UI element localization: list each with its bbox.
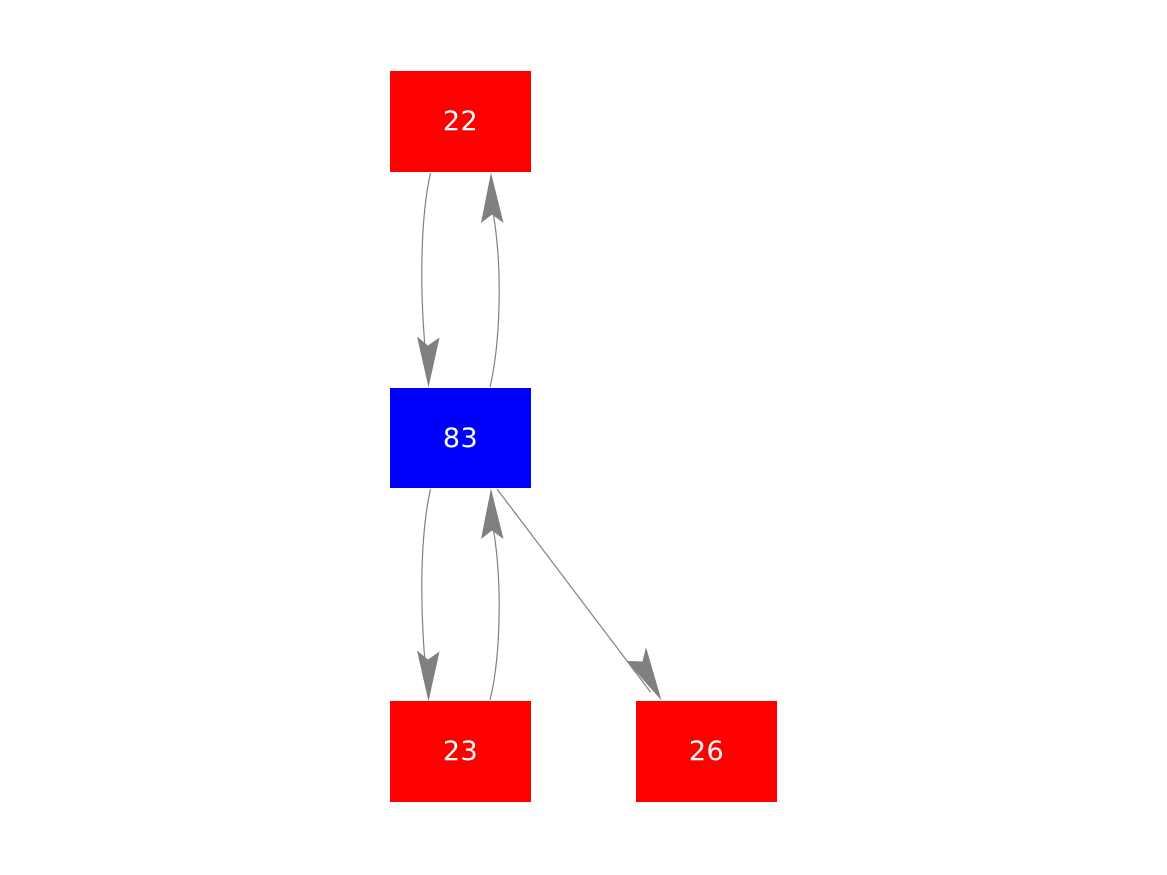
edge-83-to-23[interactable] (417, 488, 440, 702)
edge-83-to-22[interactable] (481, 172, 504, 388)
arrowhead-23-83 (481, 488, 504, 539)
arrowhead-83-23 (417, 650, 440, 702)
node-label-22: 22 (442, 106, 479, 137)
graph-node-83[interactable]: 83 (390, 388, 531, 488)
graph-node-22[interactable]: 22 (390, 71, 531, 172)
edge-23-to-83[interactable] (481, 488, 504, 701)
node-label-23: 23 (442, 736, 479, 767)
node-label-26: 26 (688, 736, 725, 767)
edge-83-to-26[interactable] (496, 488, 662, 701)
graph-node-26[interactable]: 26 (636, 701, 777, 802)
arrowhead-83-22 (481, 172, 504, 223)
node-label-83: 83 (442, 422, 479, 454)
arrowhead-83-26 (626, 647, 662, 701)
arrowhead-22-83 (417, 336, 440, 388)
graph-node-23[interactable]: 23 (390, 701, 531, 802)
edge-22-to-83[interactable] (417, 172, 440, 388)
